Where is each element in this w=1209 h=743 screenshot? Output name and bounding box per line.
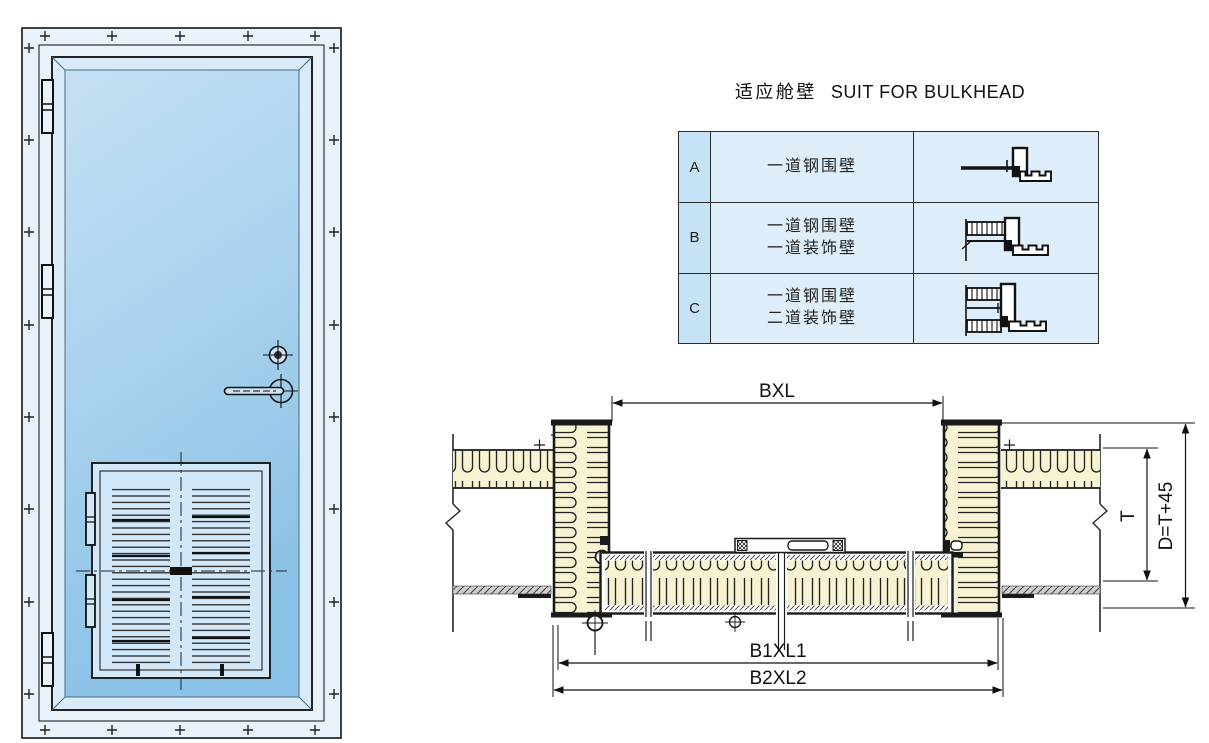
row-key: C xyxy=(679,273,711,343)
left-deck-covering xyxy=(452,585,552,595)
wall-break-symbol xyxy=(1092,503,1108,531)
row-key: B xyxy=(679,203,711,273)
dimensions: BXL B1XL1 B2XL2 T xyxy=(552,383,1195,697)
right-bulkhead-wall xyxy=(1001,434,1108,632)
vent-hinge-bottom xyxy=(85,574,96,628)
louver-bold-slats xyxy=(112,515,250,643)
row-key: A xyxy=(679,132,711,203)
louver-slats-left xyxy=(112,486,170,664)
inner-frame-line xyxy=(38,44,325,722)
door-front-view xyxy=(21,27,342,739)
frame-bolt-marks xyxy=(24,31,339,735)
row-description: 一道钢围壁 xyxy=(711,132,914,203)
weld-marks-right xyxy=(1004,439,1015,451)
svg-text:BXL: BXL xyxy=(759,383,795,402)
louver-slats-right xyxy=(192,486,250,664)
svg-text:D=T+45: D=T+45 xyxy=(1156,482,1177,551)
dim-b1xl1: B1XL1 xyxy=(557,618,999,670)
hinge-pin xyxy=(582,610,608,655)
lock-spindle-mark xyxy=(725,612,745,632)
bulkhead-table: A 一道钢围壁 B 一道钢围壁 xyxy=(678,131,1099,344)
hinge-top xyxy=(41,79,54,134)
bulkhead-type-c-icon xyxy=(914,273,1098,343)
hinge-middle xyxy=(41,264,54,319)
hinge-bottom xyxy=(41,632,54,687)
row-description: 一道钢围壁 一道装饰壁 xyxy=(711,203,914,273)
lever-handle xyxy=(223,374,298,408)
door-hinges xyxy=(41,79,54,687)
svg-text:B2XL2: B2XL2 xyxy=(749,668,806,689)
leaf-panel-joints xyxy=(644,548,915,650)
page-title: 适应舱壁 SUIT FOR BULKHEAD xyxy=(660,78,1100,104)
bulkhead-type-a-icon xyxy=(914,132,1098,203)
left-bulkhead-wall xyxy=(445,429,562,632)
latch-keeper-section xyxy=(950,540,963,551)
vent-bottom-ticks xyxy=(136,664,224,676)
title-english: SUIT FOR BULKHEAD xyxy=(830,82,1026,102)
door-leaf-section xyxy=(582,537,954,655)
vent-knob xyxy=(170,567,192,575)
weld-marks-left xyxy=(534,429,562,451)
title-chinese: 适应舱壁 xyxy=(734,82,817,102)
handle-assembly-section xyxy=(734,537,846,554)
section-view: BXL B1XL1 B2XL2 T xyxy=(445,383,1195,697)
table-row-b: B 一道钢围壁 一道装饰壁 xyxy=(679,202,1098,273)
table-row-a: A 一道钢围壁 xyxy=(679,132,1098,203)
vent-hinge-top xyxy=(85,492,96,546)
wall-break-symbol xyxy=(445,503,461,531)
right-deck-covering xyxy=(1001,585,1101,595)
panel-miter-lines xyxy=(51,56,313,711)
bulkhead-type-b-icon xyxy=(914,203,1098,273)
dim-bxl: BXL xyxy=(611,383,944,422)
dim-d: D=T+45 xyxy=(1001,422,1195,609)
svg-text:T: T xyxy=(1118,510,1139,522)
svg-text:B1XL1: B1XL1 xyxy=(749,641,806,662)
louver-vent xyxy=(76,452,287,690)
dim-t: T xyxy=(1103,447,1158,582)
lock-cylinder xyxy=(263,340,293,370)
table-row-c: C 一道钢围壁 二道装饰壁 xyxy=(679,272,1098,343)
dim-b2xl2: B2XL2 xyxy=(552,618,1004,697)
row-description: 一道钢围壁 二道装饰壁 xyxy=(711,273,914,343)
